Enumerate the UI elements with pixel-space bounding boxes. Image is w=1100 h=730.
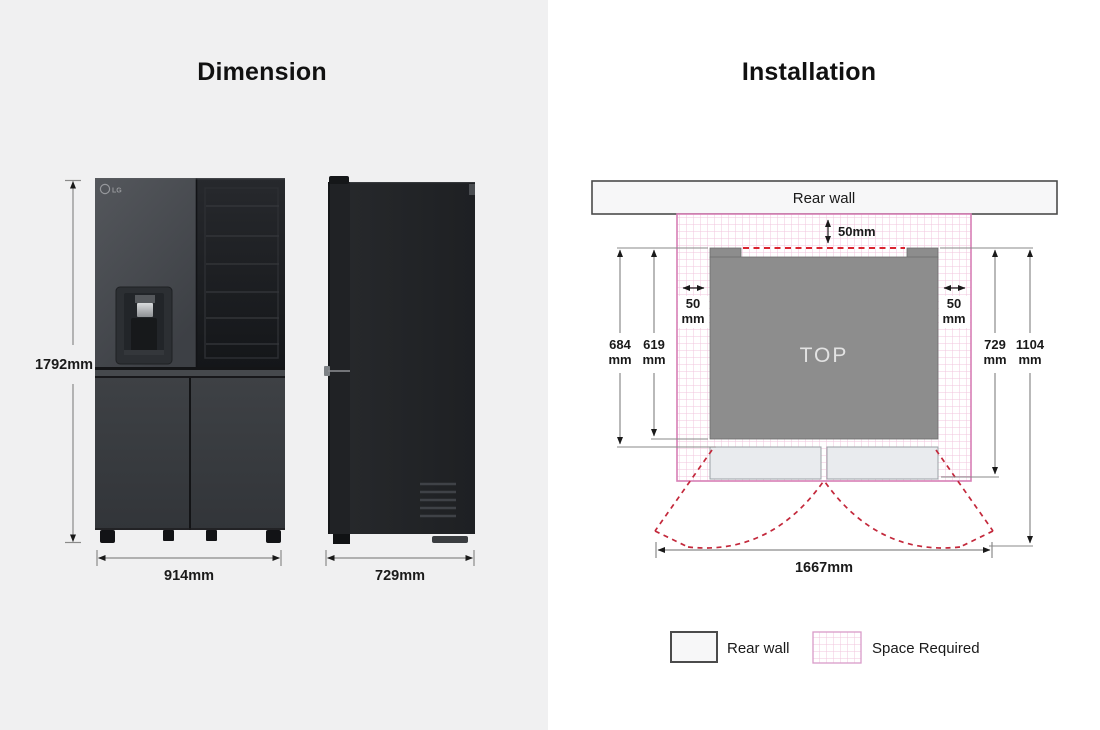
depth-dimension-line [325,550,475,566]
left-clearance-dimension: 50 mm [678,285,709,328]
extension-lines [617,247,1033,547]
width-dimension-line [96,550,282,566]
top-surface-label: TOP [800,344,849,367]
right-clearance-dimension: 50 mm [939,285,970,328]
dim-684-unit: mm [608,352,631,367]
dim-684: 684 mm [608,249,632,445]
dim-619-value: 619 [643,337,665,352]
back-clearance-label: 50mm [838,224,876,239]
width-label: 914mm [164,568,214,584]
left-clearance-unit: mm [681,311,704,326]
legend-rear-wall-label: Rear wall [727,640,790,657]
dim-1104: 1104 mm [1016,249,1045,544]
right-clearance-value: 50 [947,296,961,311]
legend-rear-wall-swatch [670,631,718,663]
rear-wall-box-label: Rear wall [793,190,856,207]
installation-title: Installation [741,58,877,86]
doors-open-width-label: 1667mm [795,560,853,576]
dim-1104-unit: mm [1018,352,1041,367]
dim-729: 729 mm [983,249,1007,475]
lg-logo-icon: LG [99,183,122,195]
height-dimension-line [65,179,81,544]
fridge-doors-top-view [709,446,939,480]
dim-619-unit: mm [642,352,665,367]
legend: Rear wall Space Required [670,631,980,664]
rear-wall-box [591,180,1058,215]
fridge-top-view: TOP [709,247,939,440]
legend-space-required-swatch [812,631,862,664]
right-clearance-unit: mm [942,311,965,326]
dim-1104-value: 1104 [1016,337,1045,352]
back-clearance-dimension: 50mm [825,219,876,244]
fridge-front-view: LG [95,178,285,543]
depth-label: 729mm [375,568,425,584]
dim-684-value: 684 [609,337,631,352]
left-clearance-value: 50 [686,296,700,311]
door-swing-arcs [654,449,994,549]
dimension-title: Dimension [197,58,327,86]
height-label: 1792mm [35,357,93,373]
fridge-side-view [324,176,475,544]
legend-space-required-label: Space Required [872,640,980,657]
side-vents [420,482,456,518]
water-dispenser [115,286,173,365]
doors-open-width-dimension: 1667mm [655,542,993,576]
fridge-feet [100,530,281,543]
dim-619: 619 mm [642,249,666,437]
lg-logo-text: LG [112,188,122,195]
dim-729-unit: mm [983,352,1006,367]
dim-729-value: 729 [984,337,1006,352]
